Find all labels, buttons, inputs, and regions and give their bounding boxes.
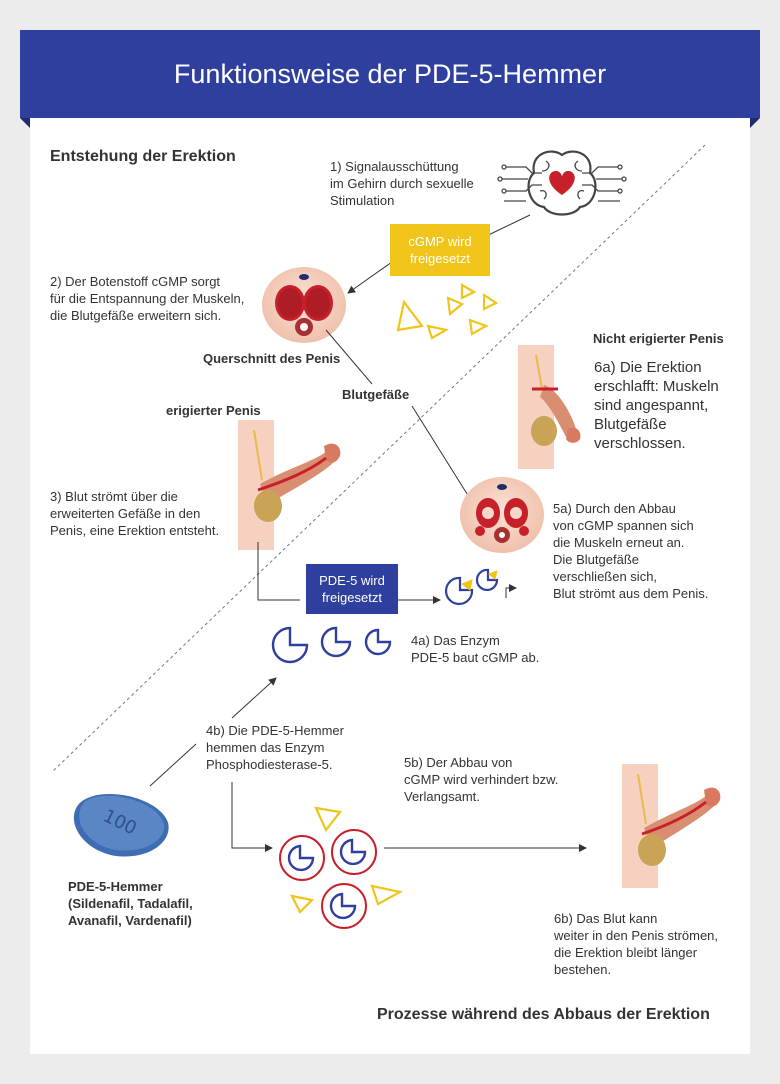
step-2-text: 2) Der Botenstoff cGMP sorgt für die Ent… — [50, 274, 245, 323]
step-5b-text: 5b) Der Abbau von cGMP wird verhindert b… — [404, 755, 559, 804]
step-4a-text: 4a) Das Enzym PDE-5 baut cGMP ab. — [411, 633, 540, 665]
cross-section-label: Querschnitt des Penis — [203, 351, 341, 366]
erect-penis-icon — [238, 420, 341, 550]
pde5-released-box: PDE-5 wird freigesetzt — [306, 564, 398, 614]
step-4b-text: 4b) Die PDE-5-Hemmer hemmen das Enzym Ph… — [206, 723, 344, 772]
step-6a-text: 6a) Die Erektion erschlafft: Muskeln sin… — [594, 359, 719, 452]
cgmp-molecules-top — [396, 283, 499, 340]
heading-erection: Entstehung der Erektion — [50, 148, 236, 165]
connector-pill-4b — [149, 743, 197, 787]
pill-icon: 100 — [73, 794, 169, 857]
enzyme-degrading-icon — [444, 568, 499, 606]
pde5-enzymes — [271, 626, 392, 664]
title-banner: Funktionsweise der PDE-5-Hemmer — [20, 30, 760, 118]
connector-vessels-bottom — [411, 405, 475, 506]
connector-erect-pde5 — [257, 542, 300, 601]
cgmp-molecules-bottom — [290, 806, 404, 914]
connector-vessels-top — [325, 329, 373, 385]
step-3-text: 3) Blut strömt über die erweiterten Gefä… — [50, 489, 220, 538]
inhibitor-label: PDE-5-Hemmer (Sildenafil, Tadalafil, Ava… — [68, 879, 193, 928]
vessels-label: Blutgefäße — [342, 387, 410, 402]
dashed-divider — [51, 144, 706, 773]
cross-section-closed-icon — [460, 477, 544, 553]
cgmp-released-box: cGMP wird freigesetzt — [390, 224, 490, 276]
banner-fold-right — [750, 118, 760, 128]
erect-penis-result-icon — [622, 764, 721, 888]
step-5a-text: 5a) Durch den Abbau von cGMP spannen sic… — [553, 501, 709, 601]
arrow-4b-up — [231, 677, 277, 719]
banner-fold-left — [20, 118, 30, 128]
page-title: Funktionsweise der PDE-5-Hemmer — [173, 58, 607, 89]
flaccid-penis-icon — [518, 345, 581, 469]
step-1-text: 1) Signalausschüttung im Gehirn durch se… — [330, 159, 474, 208]
connector-4b-inhibited — [231, 782, 273, 852]
inhibited-enzymes — [279, 829, 377, 929]
cross-section-relaxed-icon — [262, 267, 346, 343]
arrow-cgmp-crosssection — [347, 261, 393, 294]
step-6b-text: 6b) Das Blut kann weiter in den Penis st… — [554, 911, 719, 977]
heading-deflation: Prozesse während des Abbaus der Erektion — [377, 1006, 710, 1023]
brain-icon — [497, 150, 627, 216]
small-outflow-arrow — [505, 584, 517, 598]
erect-label: erigierter Penis — [166, 403, 261, 418]
flaccid-label: Nicht erigierter Penis — [593, 331, 724, 346]
